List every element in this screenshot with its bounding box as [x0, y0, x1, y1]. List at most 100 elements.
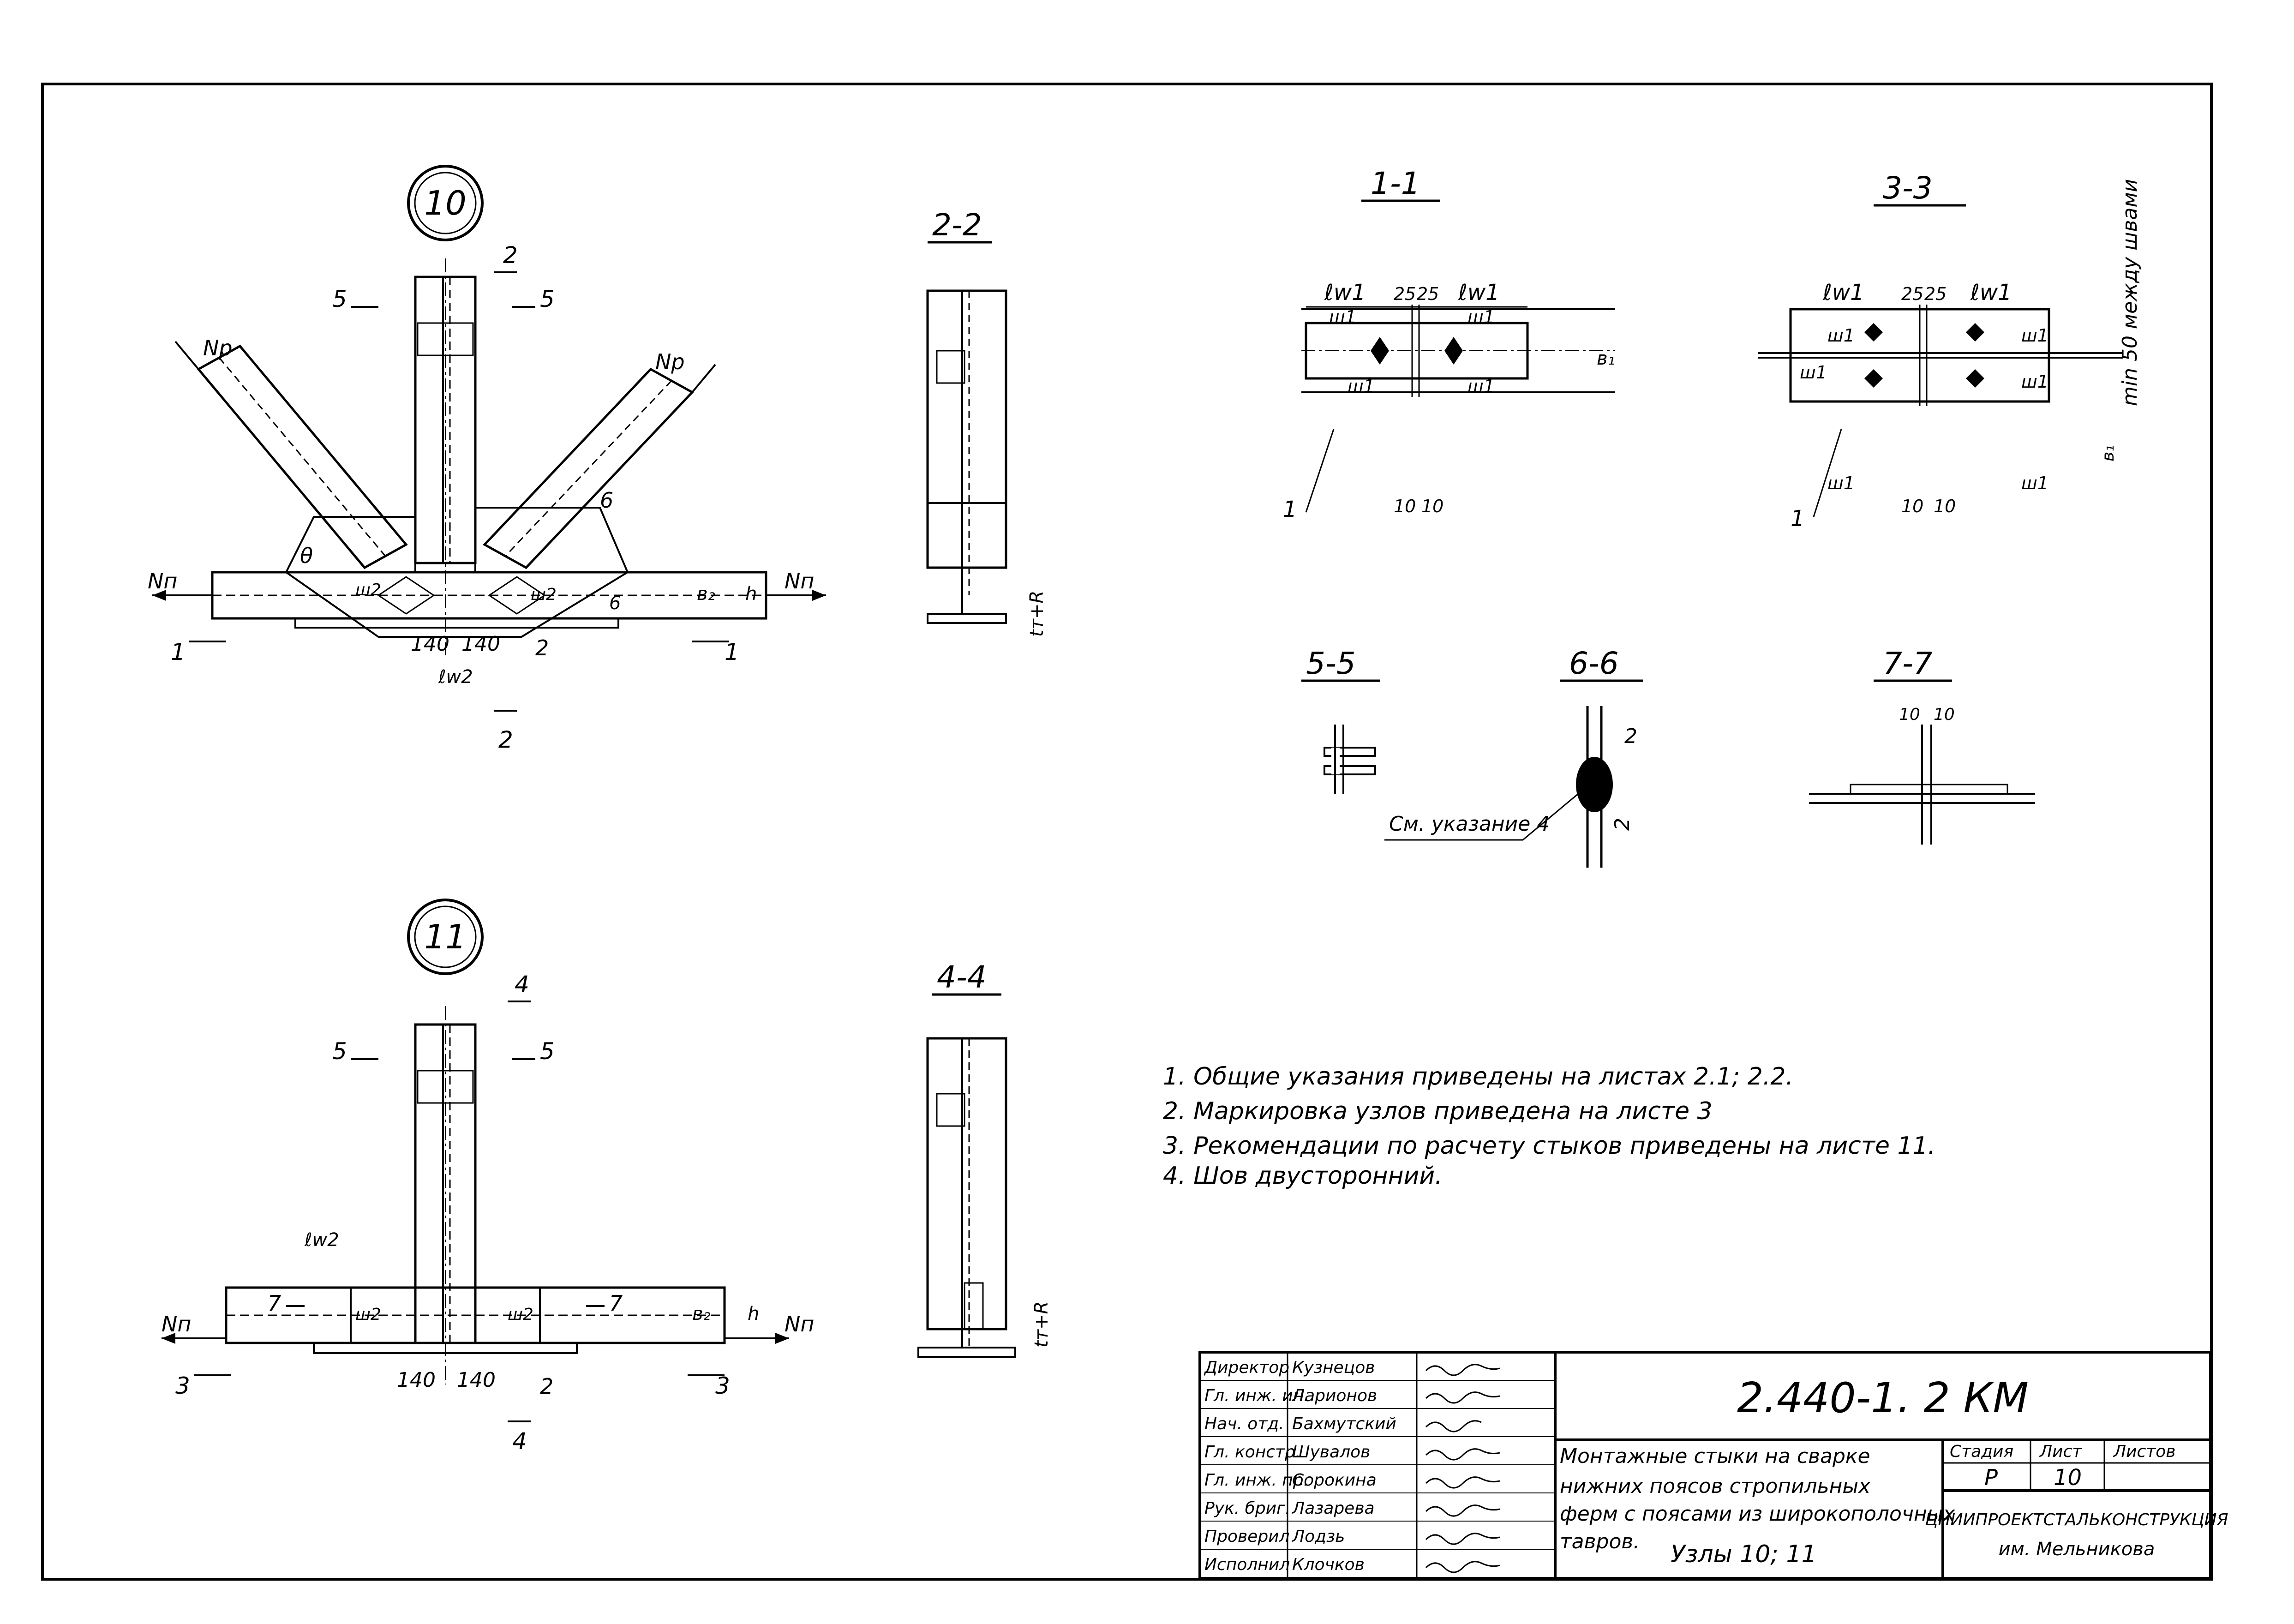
svg-text:tт+R: tт+R — [1026, 591, 1048, 637]
svg-text:Р: Р — [1984, 1465, 1998, 1491]
svg-text:5: 5 — [540, 1038, 555, 1065]
node-10-label: 10 — [424, 184, 467, 222]
svg-text:Бахмутский: Бахмутский — [1292, 1414, 1396, 1433]
svg-text:1: 1 — [725, 639, 739, 665]
svg-text:Сорокина: Сорокина — [1292, 1471, 1377, 1490]
svg-text:тавров.: тавров. — [1560, 1530, 1640, 1553]
svg-text:Шувалов: Шувалов — [1292, 1443, 1370, 1462]
svg-text:ш1: ш1 — [2021, 473, 2048, 493]
svg-text:10: 10 — [1934, 705, 1955, 724]
svg-text:2: 2 — [503, 242, 518, 269]
svg-text:7: 7 — [268, 1291, 281, 1316]
svg-text:ш1: ш1 — [2021, 372, 2048, 392]
svg-text:Клочков: Клочков — [1292, 1555, 1365, 1574]
svg-text:Гл. инж. ин.: Гл. инж. ин. — [1204, 1386, 1309, 1405]
svg-text:2: 2 — [1611, 818, 1634, 831]
svg-text:ℓw1: ℓw1 — [1822, 280, 1864, 306]
svg-text:4: 4 — [512, 1428, 527, 1455]
svg-text:ш1: ш1 — [1800, 362, 1827, 383]
svg-text:Nр: Nр — [655, 349, 685, 374]
svg-text:140: 140 — [397, 1368, 436, 1392]
svg-text:2-2: 2-2 — [932, 207, 982, 243]
svg-text:4: 4 — [515, 971, 529, 998]
svg-text:в₂: в₂ — [697, 583, 715, 605]
svg-text:ш1: ш1 — [1467, 376, 1495, 396]
svg-text:в₁: в₁ — [1597, 348, 1615, 369]
svg-text:им. Мельникова: им. Мельникова — [1999, 1539, 2155, 1560]
svg-text:3-3: 3-3 — [1883, 170, 1933, 206]
svg-text:5: 5 — [540, 286, 555, 312]
svg-text:1: 1 — [1791, 506, 1805, 532]
title-block: Директор Кузнецов Гл. инж. ин. Ларионов … — [1198, 1351, 2228, 1580]
svg-text:Nп: Nп — [148, 569, 178, 593]
svg-text:10: 10 — [1421, 496, 1443, 516]
svg-text:6: 6 — [609, 593, 621, 614]
svg-text:140: 140 — [461, 632, 500, 656]
signatures — [1425, 1364, 1500, 1573]
svg-text:ш1: ш1 — [1467, 307, 1495, 327]
svg-text:Лист: Лист — [2039, 1442, 2082, 1461]
svg-text:Гл. констр.: Гл. констр. — [1204, 1443, 1300, 1462]
svg-text:См. указание 4: См. указание 4 — [1389, 812, 1550, 836]
svg-text:2: 2 — [1624, 725, 1637, 748]
svg-text:ℓw1: ℓw1 — [1458, 280, 1500, 306]
svg-text:4-4: 4-4 — [937, 959, 987, 995]
svg-text:ℓw2: ℓw2 — [304, 1229, 339, 1251]
svg-text:25: 25 — [1417, 284, 1439, 304]
svg-text:1: 1 — [171, 639, 186, 665]
svg-text:10: 10 — [1934, 496, 1956, 516]
svg-text:Ларионов: Ларионов — [1291, 1386, 1377, 1405]
svg-text:ш1: ш1 — [1827, 325, 1855, 346]
svg-text:5: 5 — [332, 286, 347, 312]
node-10-view: 10 Nр Nр Nп Nп θ в₂ h ш2 — [148, 165, 826, 753]
svg-text:10: 10 — [1901, 496, 1923, 516]
svg-text:2: 2 — [540, 1374, 553, 1399]
section-5-5: 5-5 — [1301, 646, 1380, 794]
svg-text:Кузнецов: Кузнецов — [1292, 1358, 1375, 1377]
node-11-view: 11 Nп Nп ℓw2 ш2 ш2 в₂ h 140 140 2 7 7 5 … — [162, 899, 815, 1455]
svg-text:θ: θ — [300, 543, 313, 568]
svg-text:Директор: Директор — [1204, 1358, 1289, 1377]
node-10-circle — [407, 165, 484, 241]
svg-text:Nп: Nп — [162, 1312, 192, 1336]
svg-text:ш1: ш1 — [1827, 473, 1855, 493]
svg-text:нижних поясов стропильных: нижних поясов стропильных — [1560, 1474, 1871, 1498]
svg-text:3: 3 — [715, 1372, 730, 1399]
svg-text:Монтажные стыки на сварке: Монтажные стыки на сварке — [1560, 1444, 1870, 1468]
note-3: 3. Рекомендации по расчету стыков привед… — [1163, 1132, 1935, 1160]
note-4: 4. Шов двусторонний. — [1163, 1162, 1443, 1190]
svg-text:ш1: ш1 — [1329, 307, 1356, 327]
svg-text:Лазарева: Лазарева — [1291, 1499, 1375, 1518]
svg-text:min 50 между швами: min 50 между швами — [2118, 179, 2142, 406]
section-2-2: 2-2 tт+R — [926, 207, 1048, 637]
svg-text:в₁: в₁ — [2099, 445, 2118, 461]
svg-text:Nр: Nр — [203, 336, 233, 360]
svg-text:Лодзь: Лодзь — [1291, 1527, 1345, 1546]
svg-text:Гл. инж. пр.: Гл. инж. пр. — [1204, 1471, 1309, 1490]
svg-text:в₂: в₂ — [692, 1303, 711, 1324]
svg-text:h: h — [745, 583, 757, 605]
svg-text:Нач. отд.: Нач. отд. — [1204, 1414, 1284, 1433]
sheet-frame — [41, 83, 2213, 1581]
svg-text:1-1: 1-1 — [1371, 166, 1420, 201]
section-6-6: 6-6 2 2 См. указание 4 — [1384, 646, 1643, 868]
svg-text:140: 140 — [411, 632, 449, 656]
svg-text:6: 6 — [600, 488, 613, 513]
svg-text:ш2: ш2 — [508, 1305, 533, 1324]
svg-text:10: 10 — [2054, 1465, 2082, 1491]
org-name: ЦНИИПРОЕКТСТАЛЬКОНСТРУКЦИЯ — [1925, 1510, 2228, 1529]
svg-text:Nп: Nп — [785, 1312, 815, 1336]
svg-text:tт+R: tт+R — [1031, 1301, 1052, 1348]
svg-text:Nп: Nп — [785, 569, 815, 593]
svg-text:ш2: ш2 — [355, 1305, 381, 1324]
svg-text:7-7: 7-7 — [1883, 646, 1933, 681]
svg-text:1: 1 — [1283, 497, 1297, 522]
svg-text:25: 25 — [1394, 284, 1416, 304]
section-1-1: 1-1 ℓw1 25 25 ℓw1 ш1 ш1 ш1 ш1 в₁ 10 10 1 — [1283, 166, 1615, 522]
svg-text:h: h — [748, 1303, 759, 1324]
svg-text:Стадия: Стадия — [1950, 1442, 2013, 1461]
svg-text:ℓw2: ℓw2 — [438, 666, 473, 688]
svg-text:Рук. бриг.: Рук. бриг. — [1204, 1499, 1290, 1518]
section-3-3: 3-3 ℓw1 25 25 ℓw1 ш1 ш1 ш1 ш1 ш1 ш1 в₁ 1… — [1758, 170, 2142, 532]
